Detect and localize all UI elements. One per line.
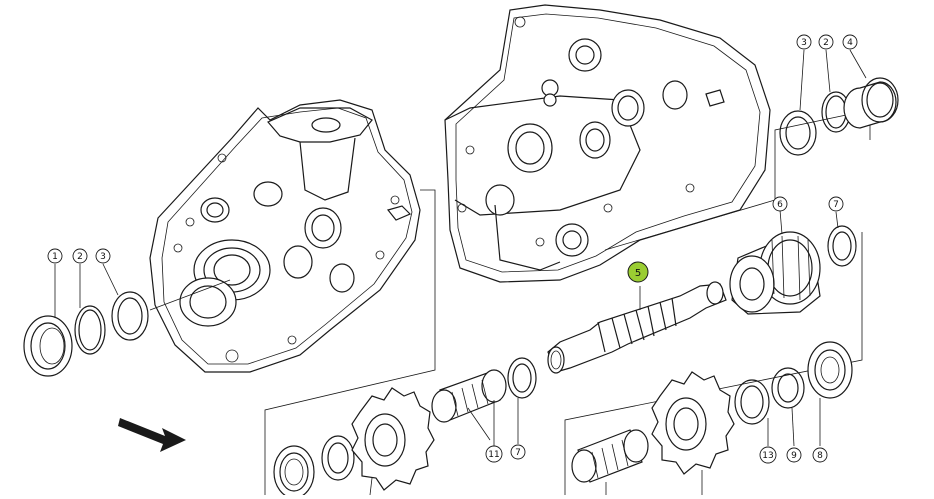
right-housing (444, 4, 771, 283)
right-top-ring-group (779, 49, 899, 156)
callout-c9: 9 (786, 447, 802, 463)
callout-label: 7 (515, 448, 521, 458)
lower-right-group (571, 341, 853, 495)
callout-c6: 6 (772, 196, 788, 212)
callout-label: 8 (817, 451, 823, 461)
callout-c8: 8 (812, 447, 828, 463)
callout-label: 1 (52, 252, 58, 262)
callout-label: 2 (823, 38, 829, 48)
callout-label: 4 (847, 38, 853, 48)
callout-c5: 5 (627, 261, 649, 283)
callout-c1: 1 (47, 248, 63, 264)
callout-c3: 3 (95, 248, 111, 264)
callout-label: 7 (833, 200, 839, 210)
callout-c7b: 7 (510, 444, 526, 460)
callout-label: 9 (791, 451, 797, 461)
left-seal-group (23, 263, 231, 377)
callout-c2b: 2 (818, 34, 834, 50)
callout-c7: 7 (828, 196, 844, 212)
main-shaft (547, 281, 727, 374)
callout-c3b: 3 (796, 34, 812, 50)
callout-label: 11 (488, 450, 499, 460)
callout-label: 5 (635, 268, 641, 279)
callout-label: 6 (777, 200, 783, 210)
callout-c2: 2 (72, 248, 88, 264)
callout-c13: 13 (759, 446, 777, 464)
callout-c4: 4 (842, 34, 858, 50)
direction-arrow-icon (118, 418, 186, 452)
callout-label: 3 (100, 252, 106, 262)
callout-c11: 11 (485, 445, 503, 463)
callout-label: 3 (801, 38, 807, 48)
left-housing (149, 99, 421, 373)
callout-label: 2 (77, 252, 83, 262)
lower-left-group (273, 357, 537, 499)
callout-label: 13 (762, 451, 773, 461)
coupling-group (729, 209, 857, 315)
